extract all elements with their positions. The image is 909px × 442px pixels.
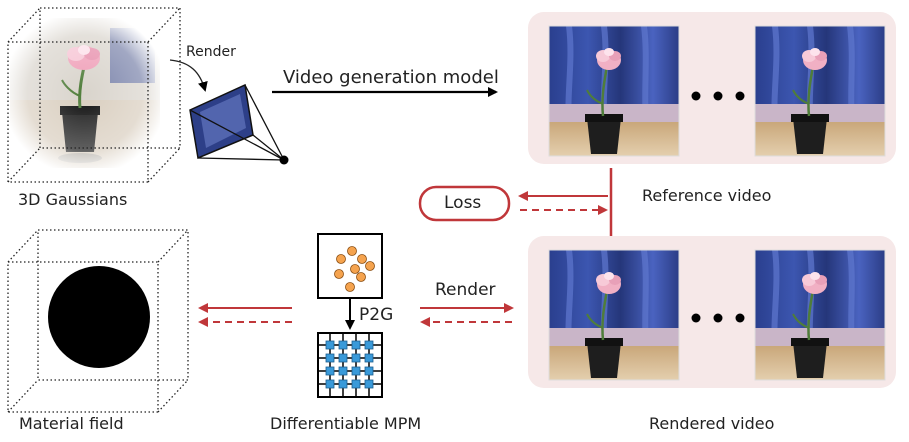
reference-ellipsis	[691, 91, 745, 101]
p2g-label: P2G	[359, 305, 394, 325]
rendered-frame-1	[549, 250, 679, 380]
flower-pot-icon	[10, 18, 160, 168]
rendered-ellipsis	[691, 313, 745, 323]
video-model-label: Video generation model	[283, 67, 499, 88]
render-curve-arrow	[169, 59, 208, 92]
render-label-top: Render	[186, 44, 236, 60]
render-label-mid: Render	[435, 280, 496, 300]
rendered-frame-2	[755, 250, 885, 380]
gaussians-label: 3D Gaussians	[18, 190, 128, 209]
reference-frame-1	[549, 26, 679, 156]
reference-video-label: Reference video	[642, 186, 772, 205]
gaussians-cube	[7, 7, 181, 183]
grid-icon	[317, 332, 383, 398]
reference-frame-2	[755, 26, 885, 156]
loss-box	[418, 185, 511, 222]
sphere-icon	[48, 266, 150, 368]
mpm-label: Differentiable MPM	[270, 414, 422, 433]
camera-frustum-icon	[189, 83, 289, 165]
rendered-video-label: Rendered video	[649, 414, 775, 433]
particles-icon	[317, 233, 383, 299]
material-field-cube	[7, 229, 189, 413]
loss-label: Loss	[444, 193, 482, 213]
material-field-label: Material field	[19, 414, 124, 433]
